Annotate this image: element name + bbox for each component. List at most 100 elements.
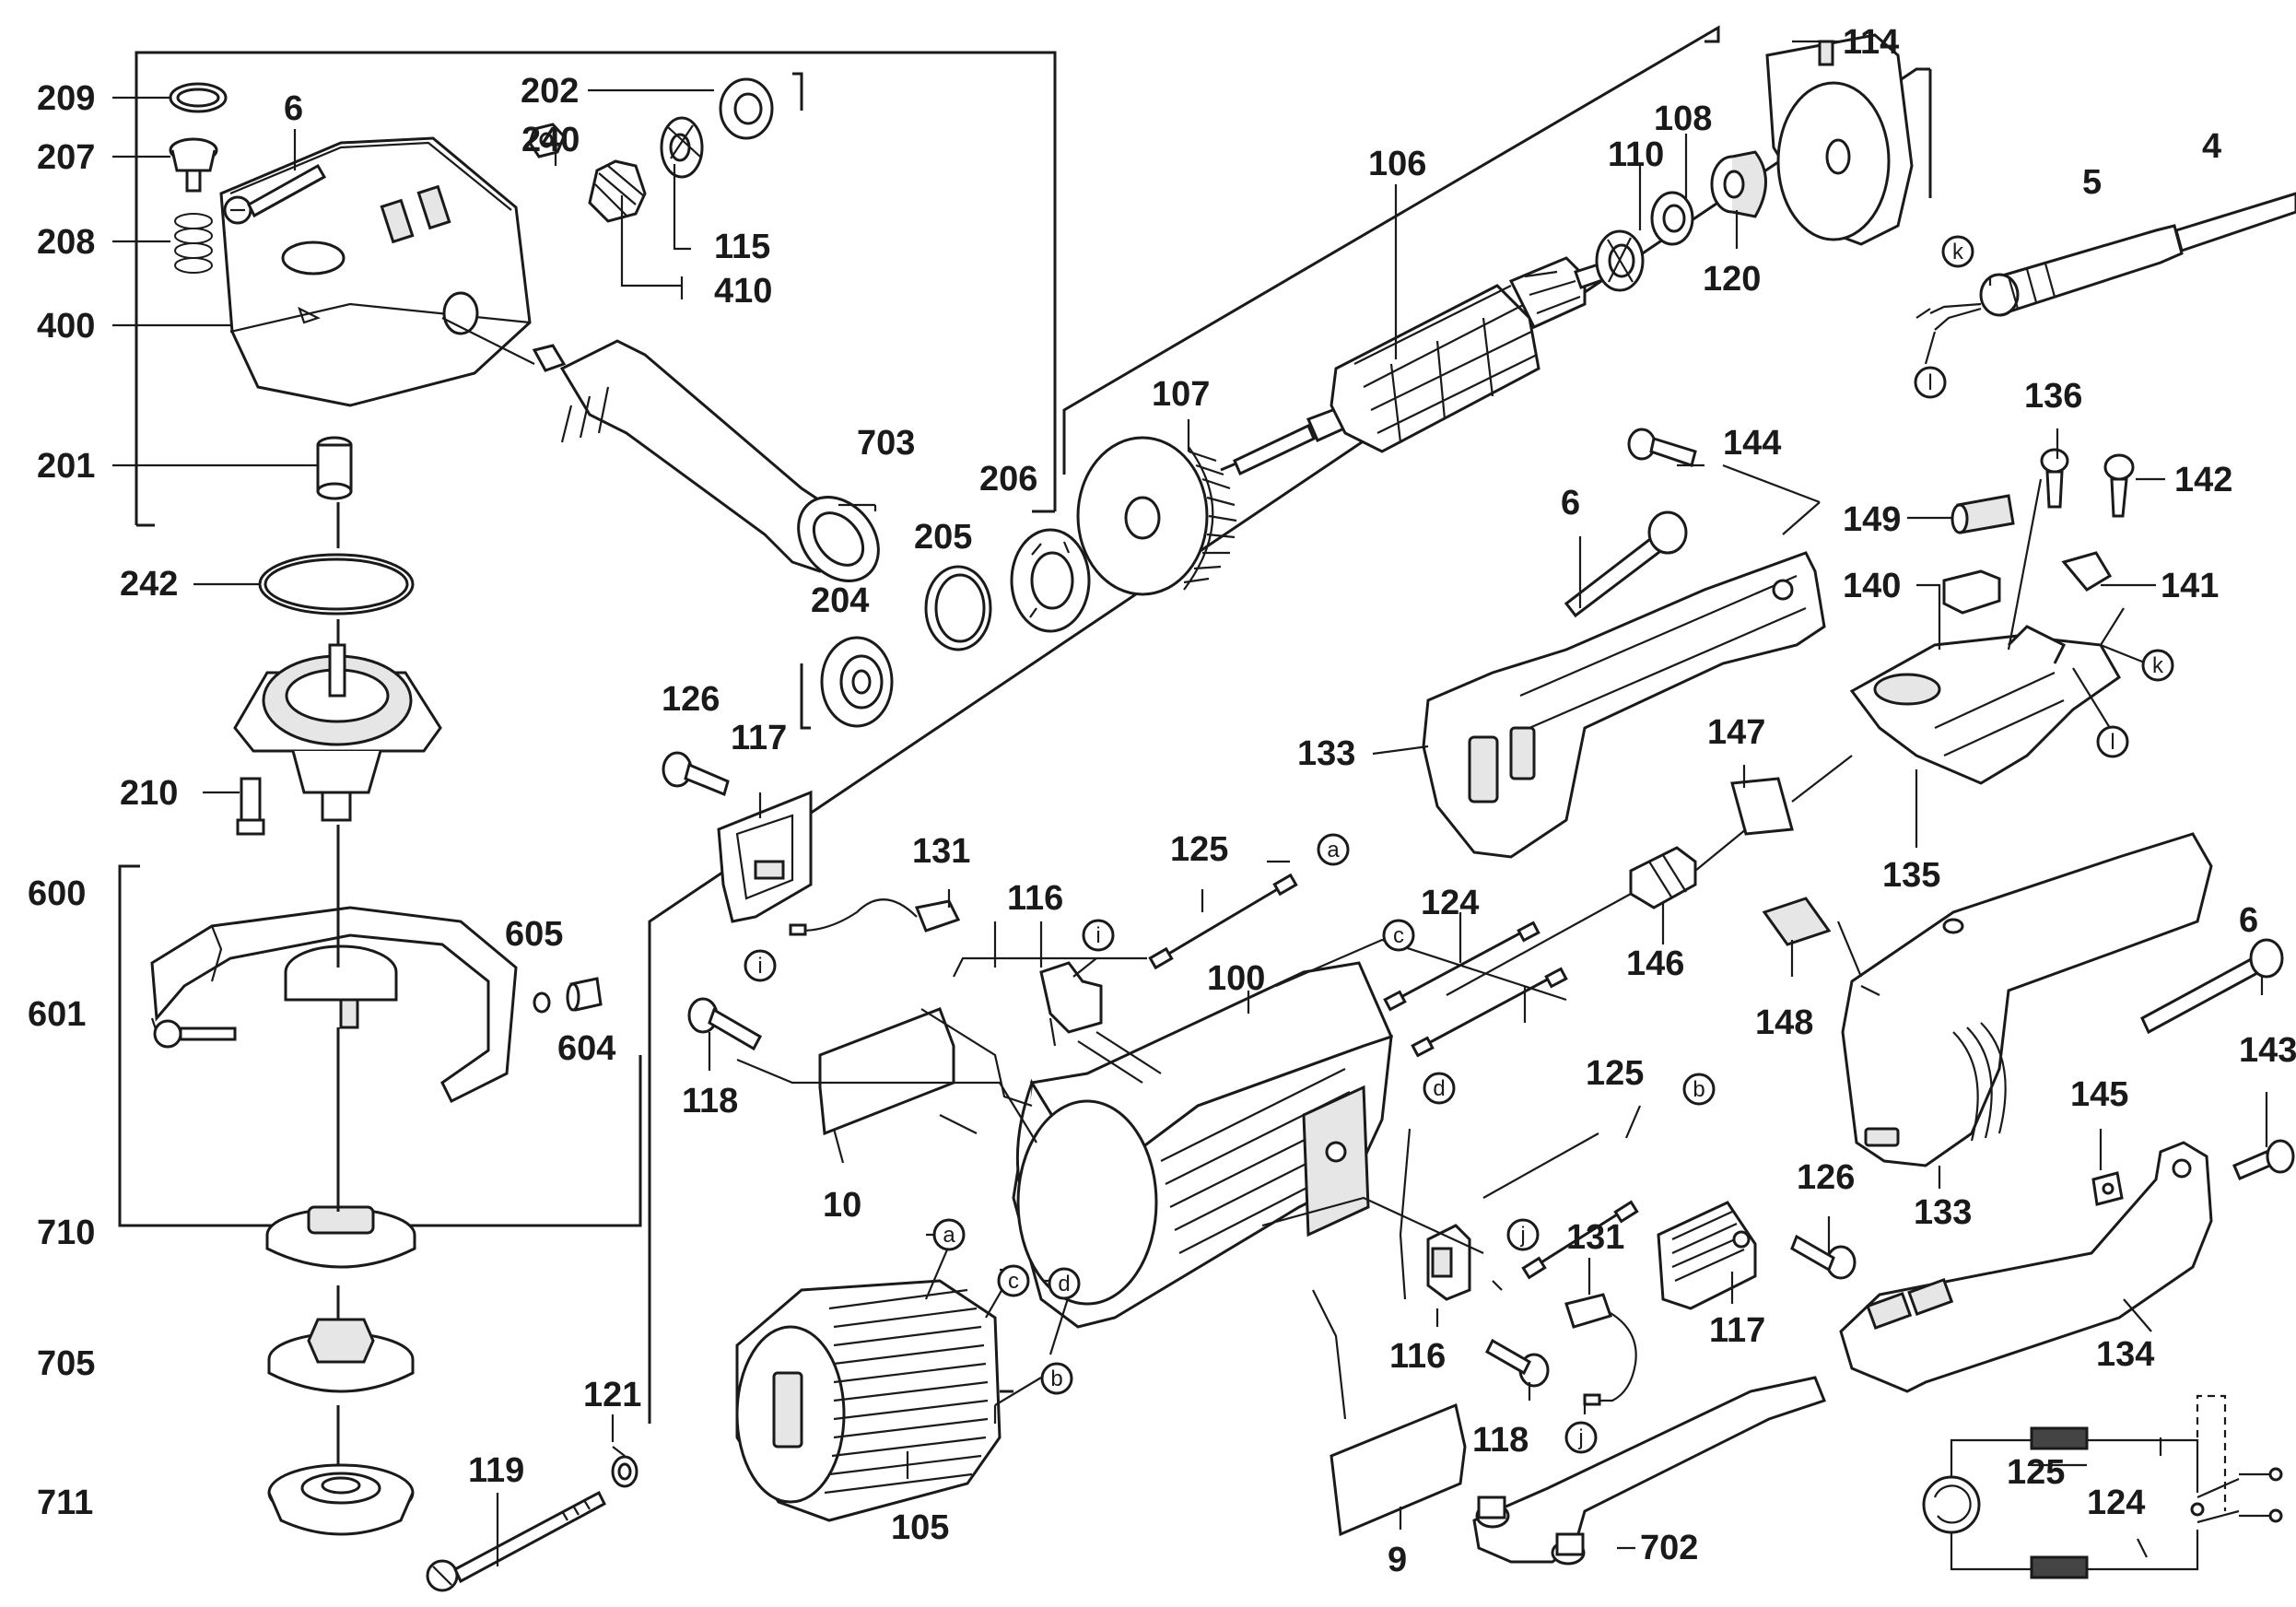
connector-letter: j (1519, 1223, 1525, 1248)
part-number: 600 (28, 874, 86, 913)
connector-letter: a (1327, 838, 1340, 862)
connector-letter: c (1008, 1269, 1019, 1294)
cord-wires (1929, 302, 1982, 331)
part-601-clamp-screw (153, 1019, 237, 1049)
connector-letter: a (943, 1223, 955, 1248)
connector-letter: b (1050, 1367, 1062, 1391)
part-number: 206 (979, 460, 1037, 499)
part-number: 124 (1421, 884, 1479, 922)
part-145-nut (2091, 1171, 2124, 1206)
part-number: 105 (891, 1508, 949, 1547)
part-number: 204 (811, 581, 869, 620)
part-116-brush-holder (1039, 961, 1103, 1047)
part-number: 143 (2239, 1031, 2296, 1070)
part-number: 141 (2161, 567, 2219, 605)
part-number: 119 (468, 1451, 524, 1490)
part-number: 118 (1472, 1421, 1529, 1460)
part-105-stator (735, 1279, 1013, 1522)
part-703-side-handle (441, 317, 880, 582)
part-number: 149 (1843, 500, 1901, 539)
part-number: 702 (1640, 1529, 1698, 1567)
part-711-flange (267, 1463, 415, 1536)
connector-letter-labels: k l k l a i i c d a c d b b j j (757, 240, 2164, 1450)
part-number: 100 (1207, 959, 1265, 998)
part-number: 118 (682, 1082, 738, 1120)
connector-letter: d (1058, 1272, 1070, 1296)
part-number: 605 (505, 915, 563, 954)
part-number: 208 (37, 223, 95, 262)
part-number: 135 (1882, 856, 1940, 895)
part-number: 703 (857, 424, 915, 463)
part-604-nut (566, 977, 603, 1012)
part-710-inner-flange (265, 1205, 416, 1269)
part-125-lead (1148, 873, 1298, 970)
part-141-clip (2061, 551, 2113, 592)
part-number: 117 (731, 719, 787, 757)
part-number: 121 (583, 1376, 641, 1414)
part-number: 131 (1566, 1218, 1624, 1257)
part-number: 140 (1843, 567, 1901, 605)
part-number: 10 (823, 1186, 861, 1225)
part-115-bearing (660, 116, 704, 179)
part-140-switch-cover (1942, 569, 2001, 615)
part-206-retaining-plate (1010, 528, 1091, 633)
part-4-cord (2174, 192, 2296, 252)
part-133-handle-half-lower (1841, 832, 2213, 1167)
part-131-capacitor-lower (1564, 1293, 1637, 1406)
part-121-washer (611, 1455, 638, 1488)
part-400-gear-housing (219, 136, 532, 407)
connector-letter: i (757, 954, 762, 979)
part-gear-flange (233, 643, 442, 822)
circuit-diagram (1922, 1394, 2283, 1579)
part-142-screw (2103, 453, 2135, 518)
part-number: 116 (1389, 1337, 1446, 1376)
part-number: 133 (1297, 734, 1355, 773)
part-number-labels: 209 207 208 400 201 242 210 6 202 240 11… (28, 23, 2296, 1579)
part-number: 142 (2174, 461, 2232, 499)
part-126-screw-left (662, 751, 730, 797)
part-number: 705 (37, 1344, 95, 1383)
connector-letter: i (1095, 923, 1100, 948)
part-6-screw-right (1564, 510, 1688, 618)
part-number: 131 (912, 832, 970, 871)
part-100-motor-housing (1012, 961, 1394, 1329)
part-number: 5 (2082, 163, 2102, 202)
part-number: 126 (662, 680, 720, 719)
part-146-terminal (1629, 846, 1697, 909)
part-number: 148 (1755, 1003, 1813, 1042)
part-number: 125 (2007, 1453, 2065, 1492)
part-number: 207 (37, 138, 95, 177)
part-number: 711 (37, 1484, 93, 1522)
part-702-spanner-wrench (1472, 1376, 1826, 1566)
part-110-baffle (1595, 229, 1645, 292)
part-149-sleeve (1950, 494, 2015, 534)
part-600-wheel-guard (150, 906, 518, 1104)
connector-circles (744, 235, 2174, 1454)
part-202-bearing (719, 77, 774, 140)
part-118-screw-lower (1485, 1338, 1550, 1388)
part-147-cap (1730, 777, 1794, 836)
part-number: 604 (557, 1029, 615, 1068)
part-number: 601 (28, 995, 86, 1034)
part-148-plate (1762, 897, 1832, 946)
part-number: 410 (714, 272, 772, 311)
part-6-screw-handle (2140, 938, 2284, 1035)
connector-letter: b (1693, 1077, 1704, 1102)
part-410-pinion (588, 159, 647, 223)
part-number: 117 (1709, 1311, 1765, 1350)
part-133-handle-half-upper (1422, 551, 1826, 859)
connector-letter: j (1577, 1425, 1583, 1450)
part-number: 136 (2024, 377, 2082, 416)
part-number: 115 (714, 228, 770, 266)
part-number: 126 (1797, 1158, 1855, 1197)
part-201-bearing (316, 436, 353, 500)
part-208-spring (174, 213, 213, 274)
connector-letter: l (1927, 370, 1932, 395)
part-207-button (169, 137, 218, 193)
part-210-screw (236, 777, 265, 836)
part-number: 107 (1152, 375, 1210, 414)
part-number: 146 (1626, 944, 1684, 983)
part-242-oring (258, 553, 415, 616)
part-6-screw (223, 163, 327, 225)
